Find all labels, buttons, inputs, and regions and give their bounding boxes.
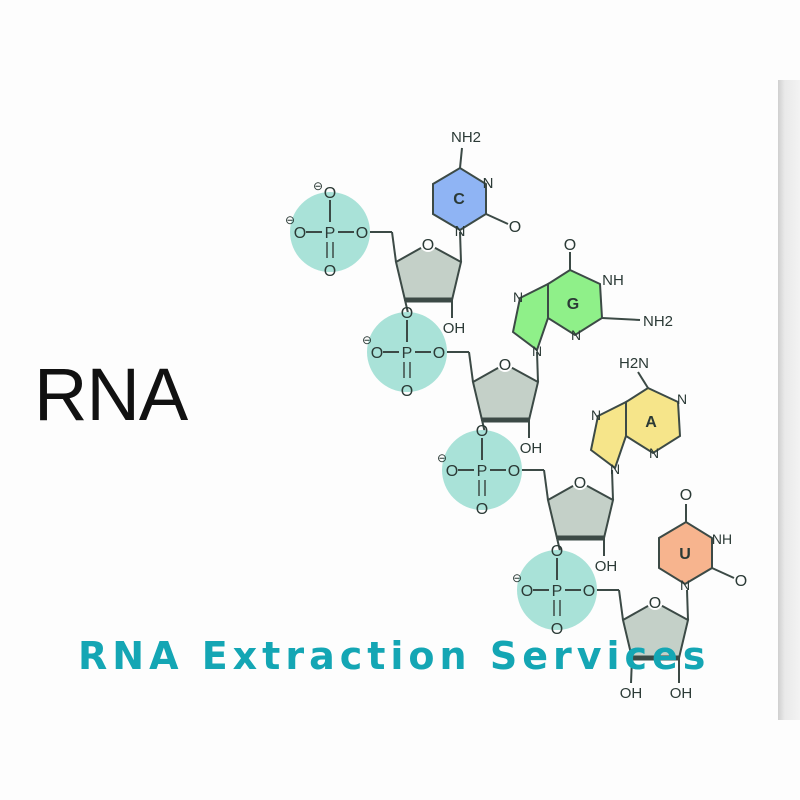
atom-label: N <box>610 461 620 477</box>
atom-label: ⊖ <box>512 571 522 585</box>
atom-label: N <box>483 175 494 192</box>
atom-label: O <box>564 237 576 254</box>
atom-label: O <box>324 185 336 202</box>
atom-label: O <box>583 583 595 600</box>
atom-label: ⊖ <box>437 451 447 465</box>
atom-label: N <box>571 327 581 343</box>
atom-label: O <box>401 383 413 400</box>
atom-label: N <box>591 407 601 423</box>
atom-label: O <box>574 475 586 492</box>
bond <box>468 351 474 383</box>
atom-label: NH <box>602 272 624 289</box>
atom-label: NH2 <box>643 313 673 330</box>
atom-label: N <box>649 445 659 461</box>
atom-label: O <box>324 263 336 280</box>
atom-label: O <box>735 573 747 590</box>
atom-label: G <box>567 296 579 313</box>
ring-oxygen-bg <box>647 594 663 610</box>
atom-label: O <box>499 357 511 374</box>
atom-label: O <box>401 305 413 322</box>
base-uracil: O NH O NU <box>658 487 747 593</box>
atom-label: NH2 <box>451 129 481 146</box>
phosphate-group <box>290 192 370 272</box>
ring-oxygen-bg <box>497 356 513 372</box>
atom-label: P <box>552 583 563 600</box>
bond <box>630 657 633 684</box>
bond <box>543 469 549 501</box>
five-ring <box>511 282 549 352</box>
atom-label: O <box>371 345 383 362</box>
atom-label: H2N <box>619 355 649 372</box>
atom-label: O <box>476 423 488 440</box>
atom-label: C <box>453 191 465 208</box>
atom-label: P <box>402 345 413 362</box>
atom-label: N <box>532 343 542 359</box>
bond <box>618 589 624 621</box>
atom-label: O <box>294 225 306 242</box>
phosphate-group <box>442 430 522 510</box>
atom-label: O <box>422 237 434 254</box>
phosphate-group <box>367 312 447 392</box>
atom-label: N <box>677 391 687 407</box>
atom-label: N <box>513 289 523 305</box>
atom-label: O <box>680 487 692 504</box>
atom-label: OH <box>443 320 466 337</box>
bond <box>686 589 689 621</box>
bond <box>611 469 614 501</box>
atom-label: N <box>455 223 466 240</box>
atom-label: ⊖ <box>362 333 372 347</box>
atom-label: P <box>325 225 336 242</box>
ring-oxygen-bg <box>420 236 436 252</box>
bond <box>459 231 462 263</box>
atom-label: OH <box>670 685 693 702</box>
atom-label: O <box>509 219 521 236</box>
atom-label: O <box>356 225 368 242</box>
atom-label: OH <box>595 558 618 575</box>
atom-label: OH <box>620 685 643 702</box>
bond <box>485 213 509 225</box>
atom-label: O <box>521 583 533 600</box>
bond <box>556 537 561 552</box>
atom-label: O <box>508 463 520 480</box>
bond <box>711 567 735 579</box>
five-ring <box>589 400 627 470</box>
atom-label: NH <box>712 531 732 547</box>
atom-label: A <box>645 414 657 431</box>
atom-label: N <box>680 577 690 593</box>
bond <box>391 231 397 263</box>
phosphate-group <box>517 550 597 630</box>
atom-label: O <box>476 501 488 518</box>
atom-label: O <box>446 463 458 480</box>
atom-label: O <box>551 621 563 638</box>
atom-label: P <box>477 463 488 480</box>
rna-heading: RNA <box>34 353 188 436</box>
right-edge-shadow <box>778 80 800 720</box>
atom-label: U <box>679 546 691 563</box>
service-caption: RNA Extraction Services <box>78 634 711 678</box>
bond <box>536 351 539 383</box>
atom-label: ⊖ <box>285 213 295 227</box>
bond <box>637 371 649 389</box>
atom-label: OH <box>520 440 543 457</box>
ring-oxygen-bg <box>572 474 588 490</box>
atom-label: ⊖ <box>313 179 323 193</box>
atom-label: O <box>433 345 445 362</box>
atom-label: O <box>649 595 661 612</box>
bond <box>404 299 409 314</box>
bond <box>459 147 463 169</box>
bond <box>601 317 641 321</box>
atom-label: O <box>551 543 563 560</box>
